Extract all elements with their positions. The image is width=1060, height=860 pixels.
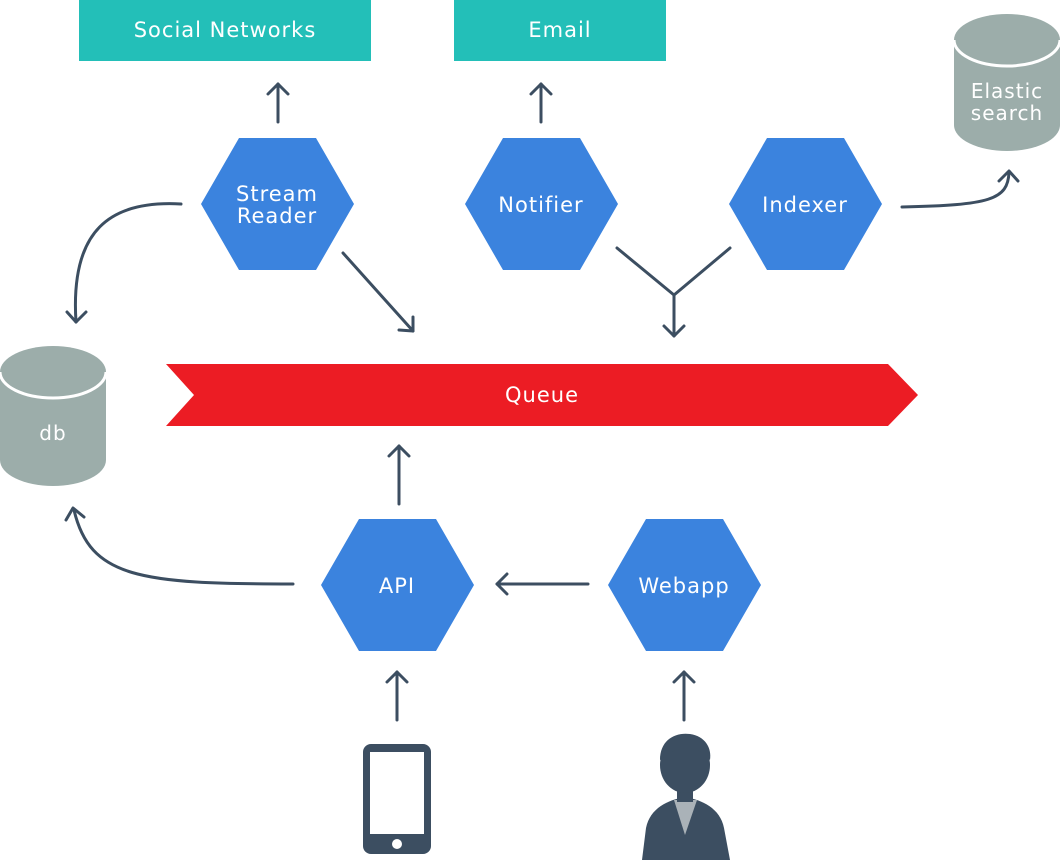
stream-reader-service: Stream Reader — [201, 138, 354, 270]
social-networks-box: Social Networks — [79, 0, 371, 61]
arrow-api-to-queue — [387, 444, 411, 506]
notifier-service: Notifier — [465, 138, 618, 270]
arrow-api-to-db — [64, 506, 295, 586]
elasticsearch-label-line1: Elastic — [971, 79, 1043, 103]
arrow-indexer-to-elasticsearch — [900, 169, 1020, 209]
webapp-label: Webapp — [638, 574, 729, 598]
db-datastore: db — [0, 346, 108, 486]
arrow-stream-reader-to-db — [65, 202, 183, 324]
elasticsearch-label-line2: search — [971, 101, 1043, 125]
arrow-user-to-webapp — [672, 670, 696, 722]
email-box: Email — [454, 0, 666, 61]
email-label: Email — [528, 18, 591, 42]
elasticsearch-datastore: Elastic search — [952, 14, 1060, 151]
indexer-label: Indexer — [762, 193, 848, 217]
mobile-phone-icon — [363, 744, 431, 854]
indexer-service: Indexer — [729, 138, 882, 270]
api-service: API — [321, 519, 474, 651]
notifier-label: Notifier — [498, 193, 583, 217]
queue-banner: Queue — [166, 364, 918, 426]
arrow-stream-reader-to-social — [266, 82, 290, 124]
arrow-webapp-to-api — [495, 572, 590, 596]
api-label: API — [379, 574, 415, 598]
stream-reader-label-line2: Reader — [237, 204, 317, 228]
queue-label: Queue — [505, 383, 579, 407]
social-networks-label: Social Networks — [134, 18, 317, 42]
arrow-notifier-to-email — [529, 82, 553, 124]
arrow-mobile-to-api — [385, 670, 409, 722]
arrow-stream-reader-to-queue — [341, 251, 415, 333]
arrow-notifier-indexer-to-queue — [615, 246, 732, 338]
db-label: db — [39, 421, 66, 445]
webapp-service: Webapp — [608, 519, 761, 651]
user-person-icon — [642, 733, 730, 860]
stream-reader-label-line1: Stream — [236, 182, 318, 206]
